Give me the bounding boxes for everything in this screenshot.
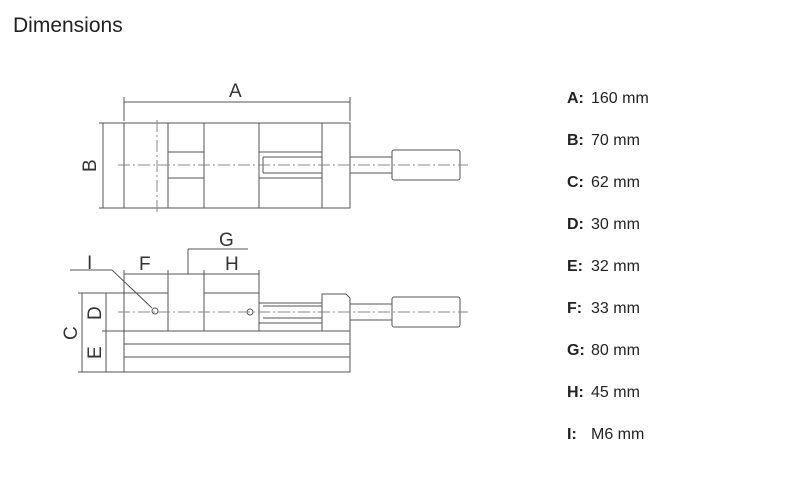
dimension-value: 32 mm	[591, 258, 640, 275]
top-view	[99, 97, 468, 212]
label-a: A	[229, 81, 242, 102]
label-b: B	[80, 159, 101, 172]
label-d: D	[85, 306, 106, 320]
dimension-key: H:	[567, 384, 584, 401]
dimension-value: 33 mm	[591, 300, 640, 317]
dimension-key: C:	[567, 174, 584, 191]
label-e: E	[85, 346, 106, 359]
dimension-key: A:	[567, 90, 584, 107]
dimension-value: 62 mm	[591, 174, 640, 191]
dimension-key: I:	[567, 426, 577, 443]
dimension-row-h: H: 45 mm	[567, 382, 649, 424]
dimension-value: 70 mm	[591, 132, 640, 149]
dimension-row-g: G: 80 mm	[567, 340, 649, 382]
dimension-key: E:	[567, 258, 583, 275]
dimension-value: 80 mm	[591, 342, 640, 359]
dimension-row-d: D: 30 mm	[567, 214, 649, 256]
label-c: C	[61, 326, 82, 340]
dimension-value: M6 mm	[591, 426, 645, 443]
dimensions-list: A: 160 mm B: 70 mm C: 62 mm D: 30 mm E: 32 mm…	[567, 88, 649, 466]
page-title: Dimensions	[13, 14, 123, 37]
dimension-value: 30 mm	[591, 216, 640, 233]
dimension-row-c: C: 62 mm	[567, 172, 649, 214]
dimension-row-f: F: 33 mm	[567, 298, 649, 340]
dimension-key: B:	[567, 132, 584, 149]
dimension-value: 160 mm	[591, 90, 649, 107]
dimension-value: 45 mm	[591, 384, 640, 401]
side-view	[70, 248, 468, 373]
dimension-key: G:	[567, 342, 585, 359]
dimension-row-b: B: 70 mm	[567, 130, 649, 172]
label-g: G	[219, 230, 234, 251]
label-i: I	[87, 253, 92, 274]
dimension-key: F:	[567, 300, 583, 317]
dimension-row-e: E: 32 mm	[567, 256, 649, 298]
dimension-row-a: A: 160 mm	[567, 88, 649, 130]
dimension-key: D:	[567, 216, 584, 233]
label-h: H	[225, 254, 239, 275]
dimension-row-i: I: M6 mm	[567, 424, 649, 466]
label-f: F	[139, 254, 151, 275]
